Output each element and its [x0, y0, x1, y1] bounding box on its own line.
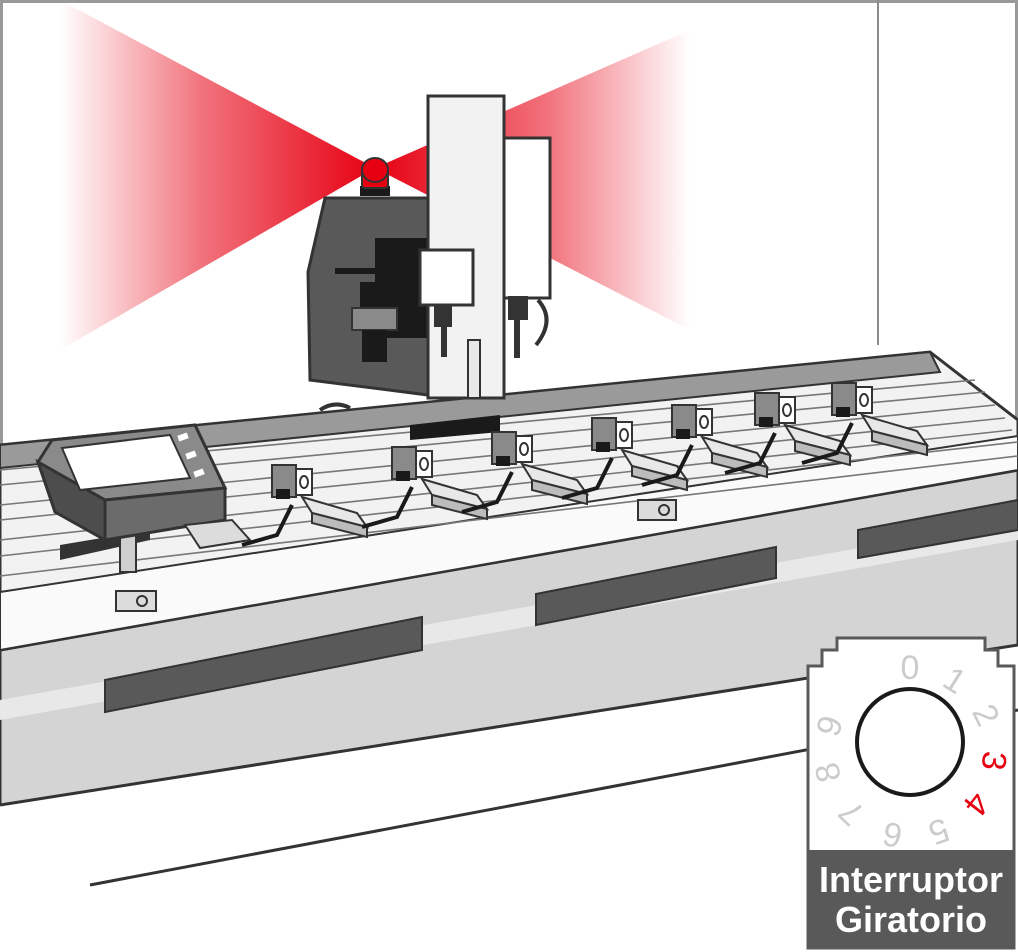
clamp-row: [241, 382, 930, 547]
clamp-unit: [461, 431, 590, 514]
warning-beacon-icon: [360, 157, 390, 196]
clamp-unit: [801, 382, 930, 465]
dial-digit-3: 3: [974, 749, 1014, 772]
dial-digit-0: 0: [901, 649, 920, 687]
caption-line-1: Interruptor: [819, 859, 1003, 900]
sensor-icon: [637, 499, 677, 521]
caption-bar: [808, 850, 1014, 948]
beacon-beam-left: [60, 0, 375, 350]
clamp-unit: [561, 417, 690, 500]
caption-line-2: Giratorio: [835, 899, 987, 940]
rotary-knob: [855, 687, 965, 797]
clamp-unit: [361, 446, 490, 529]
clamp-unit: [241, 464, 370, 547]
machining-head: [306, 94, 552, 412]
control-panel-icon: [35, 423, 252, 573]
clamp-unit: [641, 404, 770, 487]
sensor-icon: [115, 590, 157, 612]
clamp-unit: [724, 392, 853, 475]
